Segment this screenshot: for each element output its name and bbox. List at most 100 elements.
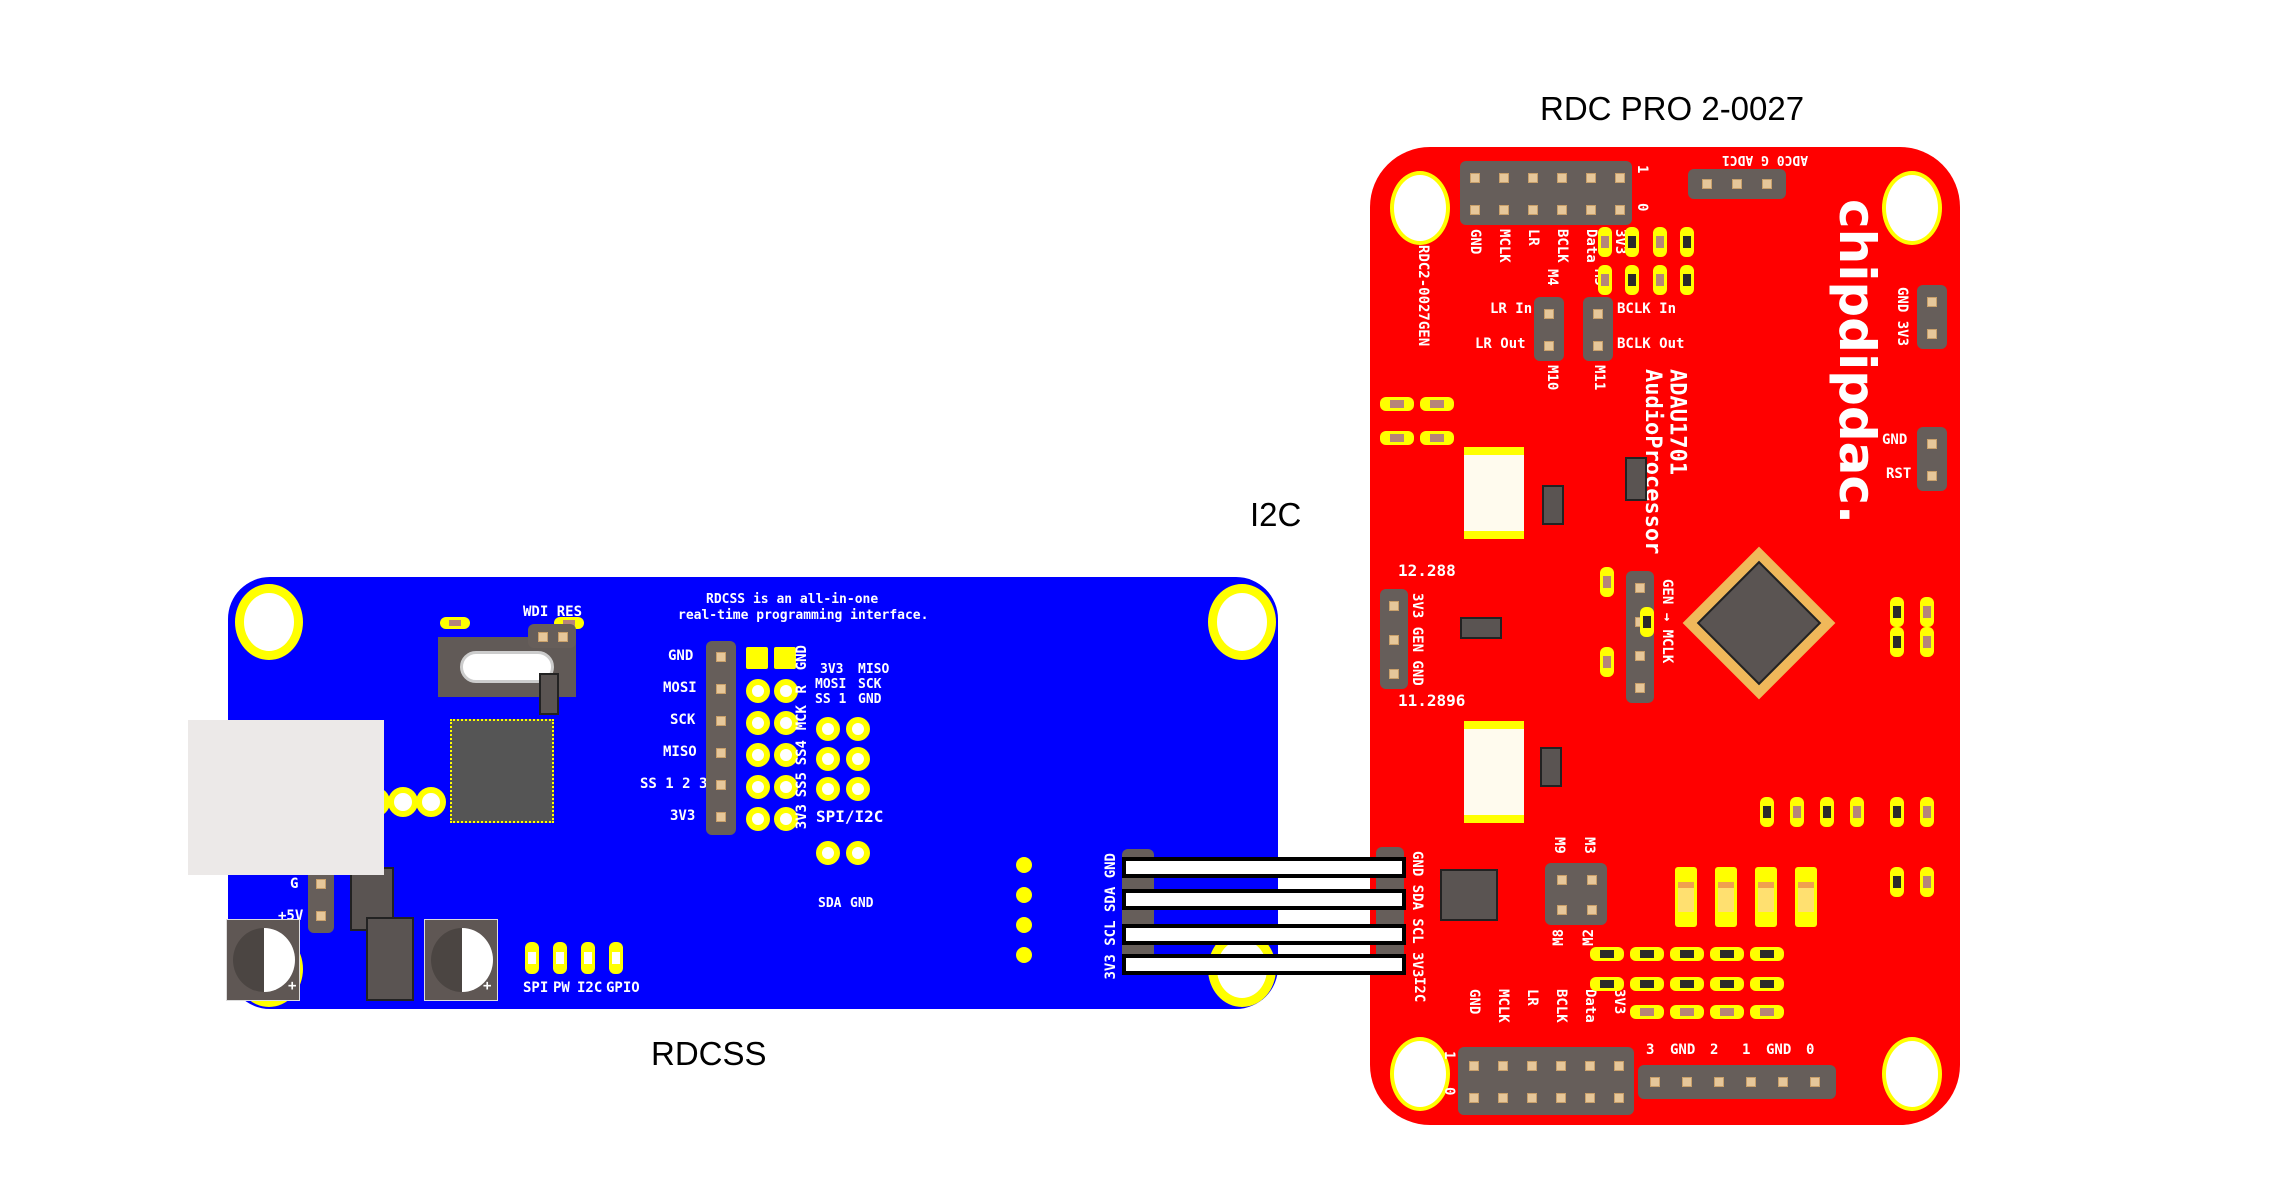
spi-pad[interactable] bbox=[846, 717, 870, 741]
i2c-pad[interactable] bbox=[816, 841, 840, 865]
mode-jumpers[interactable] bbox=[1545, 863, 1607, 925]
rdc-i2c-label: I2C bbox=[1411, 977, 1427, 1003]
right-col-label-ss4: SS4 bbox=[794, 740, 810, 766]
i2c-block-sda: SDA bbox=[818, 896, 842, 911]
i2c-label-sda: SDA bbox=[1103, 886, 1119, 913]
tantalum-capacitor bbox=[1675, 867, 1697, 927]
header-pad[interactable] bbox=[774, 647, 796, 669]
resistor bbox=[1600, 647, 1614, 677]
spi-label-ss: SS 1 2 3 bbox=[640, 776, 708, 792]
top-header-label: MCLK bbox=[1496, 229, 1512, 263]
tantalum-capacitor bbox=[1755, 867, 1777, 927]
transistor bbox=[1625, 457, 1647, 501]
spi-pad[interactable] bbox=[846, 777, 870, 801]
chip-title: ADAU1701 AudioProcessor bbox=[1640, 369, 1690, 554]
header-pad[interactable] bbox=[774, 807, 798, 831]
i2c-block-gnd: GND bbox=[850, 896, 874, 911]
prog-pad[interactable] bbox=[416, 787, 446, 817]
led-gpio bbox=[609, 942, 623, 974]
board-id-label: RDC2-0027GEN bbox=[1415, 245, 1431, 347]
header-pin bbox=[1585, 1061, 1595, 1071]
spi-label-mosi: MOSI bbox=[663, 680, 697, 696]
chip-line-1: ADAU1701 bbox=[1664, 369, 1690, 475]
i2c-pad[interactable] bbox=[846, 841, 870, 865]
i2s-header-bottom[interactable] bbox=[1458, 1047, 1634, 1115]
resistor bbox=[1710, 977, 1744, 991]
header-pad[interactable] bbox=[774, 679, 798, 703]
prog-pad[interactable] bbox=[388, 787, 418, 817]
header-pin bbox=[1469, 1093, 1479, 1103]
lr-jumper[interactable] bbox=[1534, 297, 1564, 361]
gen-header[interactable] bbox=[1380, 589, 1408, 689]
bclk-in-label: BCLK In bbox=[1617, 301, 1677, 317]
header-pad[interactable] bbox=[746, 743, 770, 767]
right-col-label-gnd: GND bbox=[794, 645, 810, 671]
mclk-select-header[interactable] bbox=[1626, 571, 1654, 703]
resistor bbox=[1598, 265, 1612, 295]
header-pad[interactable] bbox=[774, 775, 798, 799]
header-pad[interactable] bbox=[746, 775, 770, 799]
top-header-label: Data bbox=[1583, 229, 1599, 263]
header-pad[interactable] bbox=[746, 807, 770, 831]
transistor bbox=[1540, 747, 1562, 787]
electrolytic-capacitor bbox=[424, 919, 498, 1001]
usb-controller-chip bbox=[450, 719, 554, 823]
header-pad[interactable] bbox=[746, 679, 770, 703]
spi-pad[interactable] bbox=[816, 777, 840, 801]
resistor bbox=[1670, 947, 1704, 961]
power-header[interactable] bbox=[1917, 285, 1947, 349]
wire-scl bbox=[1122, 924, 1406, 945]
spi-pad[interactable] bbox=[816, 717, 840, 741]
gpio-header[interactable] bbox=[1638, 1065, 1836, 1099]
spi-label-3v3: 3V3 bbox=[670, 808, 696, 824]
wire-gnd bbox=[1122, 857, 1406, 878]
tantalum-capacitor bbox=[1795, 867, 1817, 927]
spi-pad[interactable] bbox=[846, 747, 870, 771]
bclk-jumper[interactable] bbox=[1583, 297, 1613, 361]
header-pin bbox=[1469, 1061, 1479, 1071]
top-header-label: LR bbox=[1525, 229, 1541, 246]
led-pw bbox=[553, 942, 567, 974]
bottom-header-label: LR bbox=[1524, 989, 1540, 1006]
header-pin bbox=[1585, 1093, 1595, 1103]
i2s-header-top[interactable] bbox=[1460, 161, 1632, 225]
adc-header[interactable] bbox=[1688, 169, 1786, 199]
m9-label: M9 bbox=[1551, 837, 1567, 854]
bottom-header-label: BCLK bbox=[1553, 989, 1569, 1023]
header-pin bbox=[1586, 205, 1596, 215]
electrolytic-capacitor bbox=[226, 919, 300, 1001]
header-pad[interactable] bbox=[774, 711, 798, 735]
header-pin bbox=[1498, 1093, 1508, 1103]
spi-block-right-1: MISO bbox=[858, 662, 890, 677]
capacitor bbox=[1625, 265, 1639, 295]
header-pin bbox=[1528, 173, 1538, 183]
rdc-pro-board-caption: RDC PRO 2-0027 bbox=[1540, 90, 1805, 127]
header-pad[interactable] bbox=[774, 743, 798, 767]
m10-label: M10 bbox=[1544, 365, 1560, 391]
spi-i2c-label: SPI/I2C bbox=[816, 807, 884, 826]
top-header-label: 3V3 bbox=[1612, 229, 1628, 255]
wdi-res-header[interactable] bbox=[528, 624, 576, 648]
spi-header[interactable] bbox=[706, 641, 736, 835]
usb-connector[interactable] bbox=[188, 720, 384, 875]
header-pad[interactable] bbox=[746, 711, 770, 735]
rst-label: RST bbox=[1886, 466, 1912, 482]
mounting-hole bbox=[235, 584, 303, 660]
header-pin bbox=[1470, 173, 1480, 183]
mounting-hole bbox=[1882, 171, 1942, 245]
capacitor bbox=[1670, 977, 1704, 991]
spi-pad[interactable] bbox=[816, 747, 840, 771]
i2c-link-caption: I2C bbox=[1250, 496, 1302, 533]
bottom-header-label: MCLK bbox=[1495, 989, 1511, 1023]
header-pad[interactable] bbox=[746, 647, 768, 669]
bottom-header-row-1: 1 bbox=[1441, 1051, 1457, 1060]
test-point bbox=[1016, 917, 1032, 933]
header-pin bbox=[1470, 205, 1480, 215]
capacitor bbox=[1670, 1005, 1704, 1019]
power-select-jumper[interactable] bbox=[308, 869, 334, 933]
capacitor bbox=[1760, 797, 1774, 827]
capacitor bbox=[1680, 265, 1694, 295]
spi-block-right-3: GND bbox=[858, 692, 882, 707]
led-label-i2c: I2C bbox=[577, 980, 603, 996]
reset-header[interactable] bbox=[1917, 427, 1947, 491]
